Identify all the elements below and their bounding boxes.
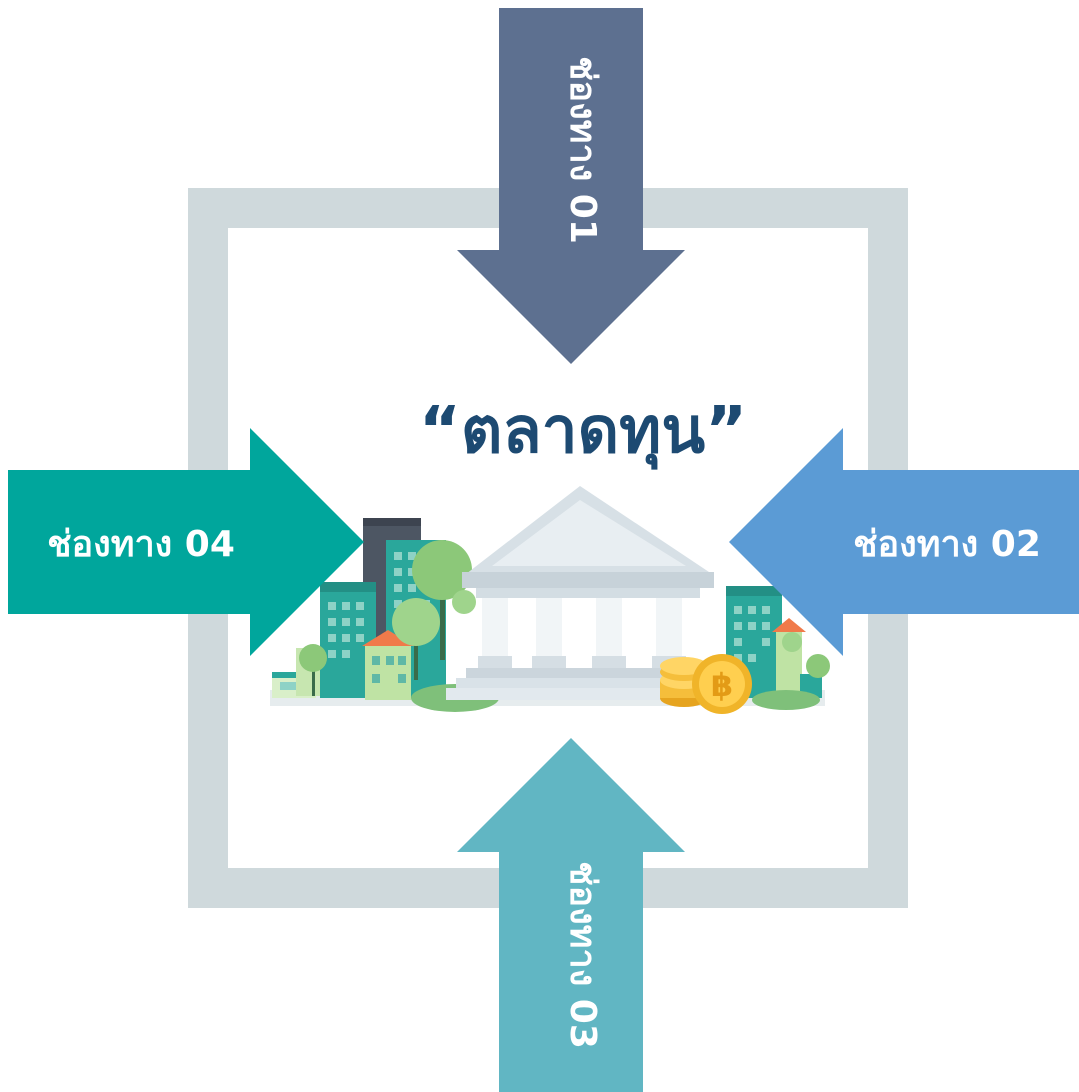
channel-02-label: ช่องทาง 02	[853, 524, 1041, 565]
channel-03-label: ช่องทาง 03	[562, 861, 603, 1049]
channel-03-arrow: ช่องทาง 03	[457, 738, 685, 1092]
channel-04-arrow-shape	[8, 428, 364, 656]
channel-02-arrow-shape	[729, 428, 1079, 656]
channel-01-label: ช่องทาง 01	[562, 56, 603, 244]
channel-04-label: ช่องทาง 04	[47, 524, 235, 565]
channel-01-arrow-shape	[457, 8, 685, 364]
channel-01-arrow: ช่องทาง 01	[457, 8, 685, 364]
stock-exchange-building-city-coins-illustration: ฿	[270, 486, 830, 714]
capital-market-title: “ตลาดทุน”	[419, 394, 747, 470]
channel-04-arrow: ช่องทาง 04	[8, 428, 364, 656]
exchange-building-icon	[446, 486, 726, 700]
channel-03-arrow-shape	[457, 738, 685, 1092]
channel-02-arrow: ช่องทาง 02	[729, 428, 1079, 656]
coins-icon: ฿	[660, 654, 752, 714]
baht-symbol: ฿	[711, 666, 733, 704]
